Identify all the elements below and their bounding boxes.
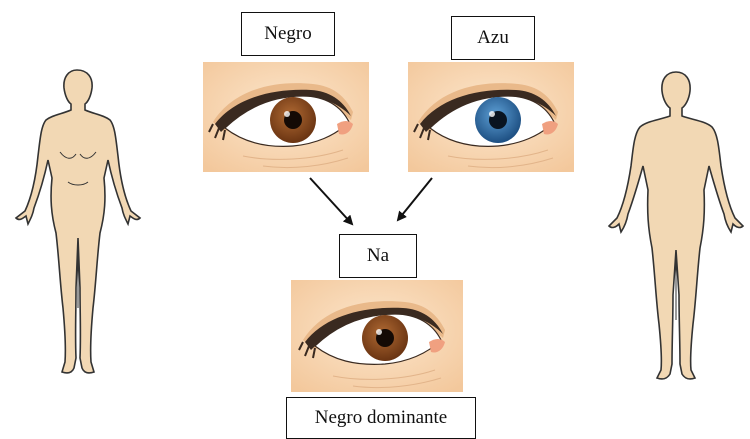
label-negro: Negro (241, 12, 335, 56)
label-na: Na (339, 234, 417, 278)
arrow-right-to-offspring (396, 177, 433, 222)
arrow-left-to-offspring (309, 177, 354, 226)
male-body-outline (607, 71, 745, 380)
label-azu: Azu (451, 16, 535, 60)
male-figure (605, 70, 747, 382)
female-body-outline (14, 69, 142, 374)
eye-card-blue-right (408, 62, 574, 172)
label-negro-dominante: Negro dominante (286, 397, 476, 439)
eye-card-brown-offspring (291, 280, 463, 392)
female-figure (10, 68, 145, 376)
eye-card-brown-left (203, 62, 369, 172)
